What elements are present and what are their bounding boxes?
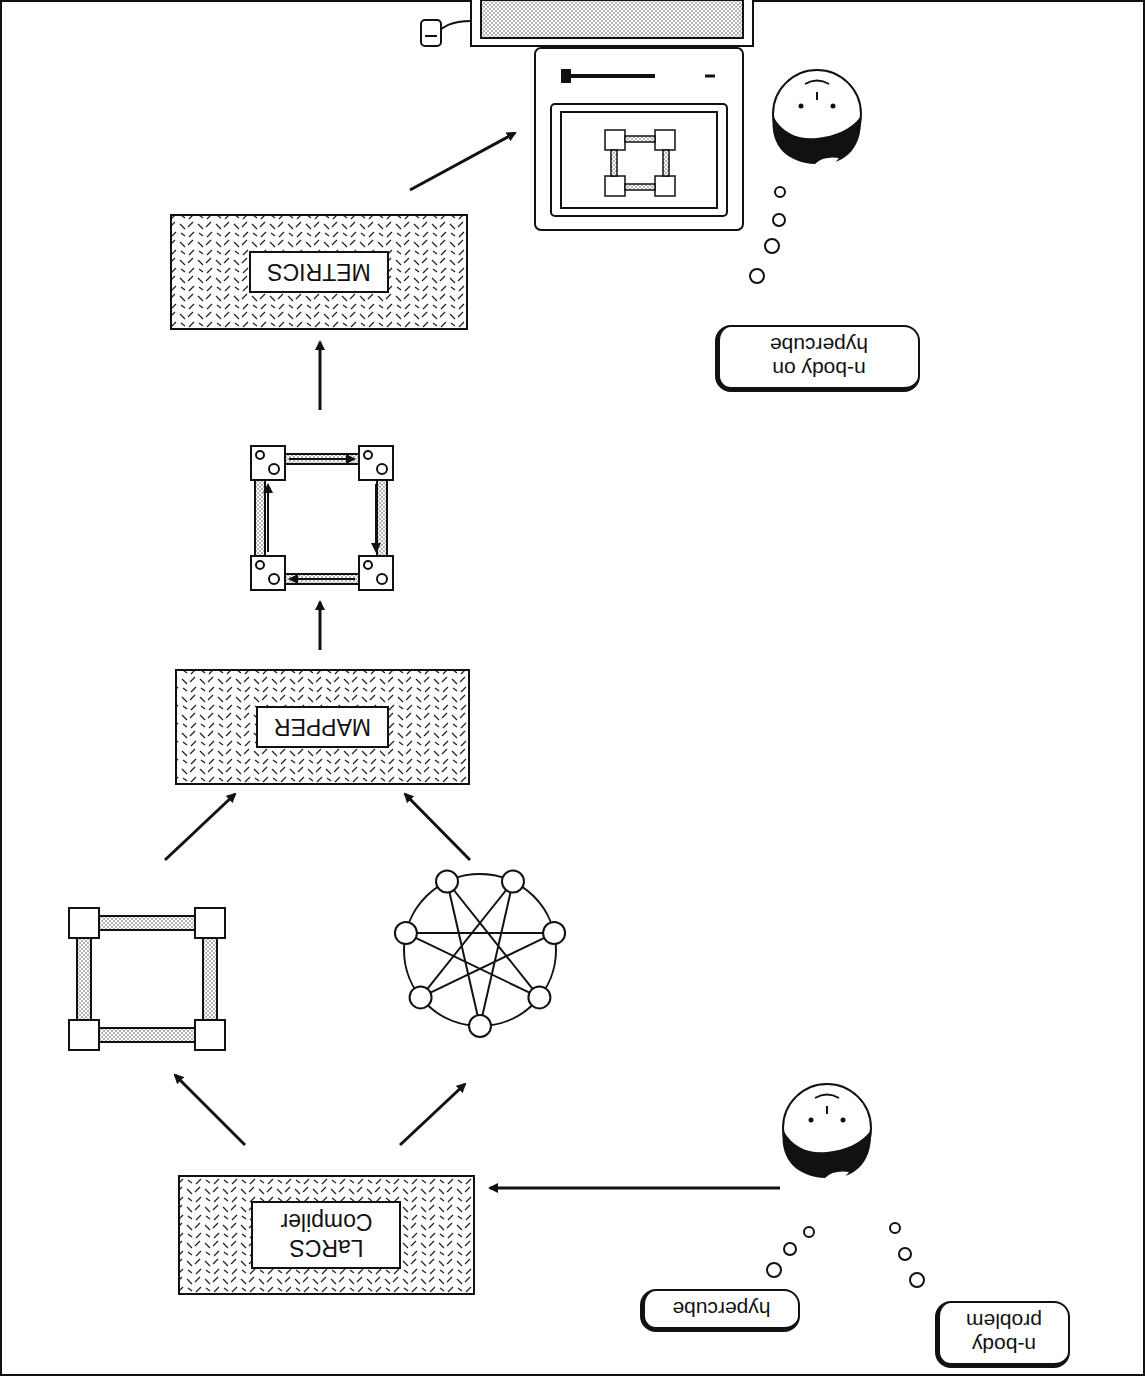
graph-vertex (410, 986, 432, 1008)
process-box: LaRCS Compiler (178, 1175, 475, 1295)
process-box: MAPPER (175, 669, 470, 785)
node-text: MAPPER (274, 714, 371, 740)
node-text: LaRCS Compiler (270, 1209, 384, 1262)
person-figure (783, 1084, 872, 1181)
process-box: METRICS (170, 214, 468, 330)
flow-arrows (165, 133, 780, 1188)
mapped-graph (251, 446, 393, 590)
graph-vertex (469, 1015, 491, 1037)
graph-vertex (502, 871, 524, 893)
box-label: LaRCS Compiler (252, 1201, 402, 1270)
graph-vertex (395, 922, 417, 944)
thought-bubble: n-body problem (935, 1301, 1070, 1368)
graph-vertex (528, 986, 550, 1008)
node-text: hypercube (672, 1297, 770, 1321)
graph-vertex (543, 922, 565, 944)
node-text: n-body on hypercube (730, 333, 908, 381)
node-text: METRICS (267, 259, 371, 285)
ring-graph (69, 908, 225, 1050)
node-text: n-body problem (950, 1309, 1058, 1357)
complete-graph (395, 871, 565, 1037)
thought-dots (750, 187, 785, 283)
box-label: MAPPER (256, 706, 389, 748)
computer-terminal (421, 0, 753, 230)
thought-bubble: n-body on hypercube (715, 325, 920, 392)
thought-bubble: hypercube (640, 1289, 800, 1332)
person-figure (773, 70, 862, 167)
box-label: METRICS (249, 251, 389, 293)
thought-dots (767, 1223, 924, 1287)
graph-vertex (436, 871, 458, 893)
